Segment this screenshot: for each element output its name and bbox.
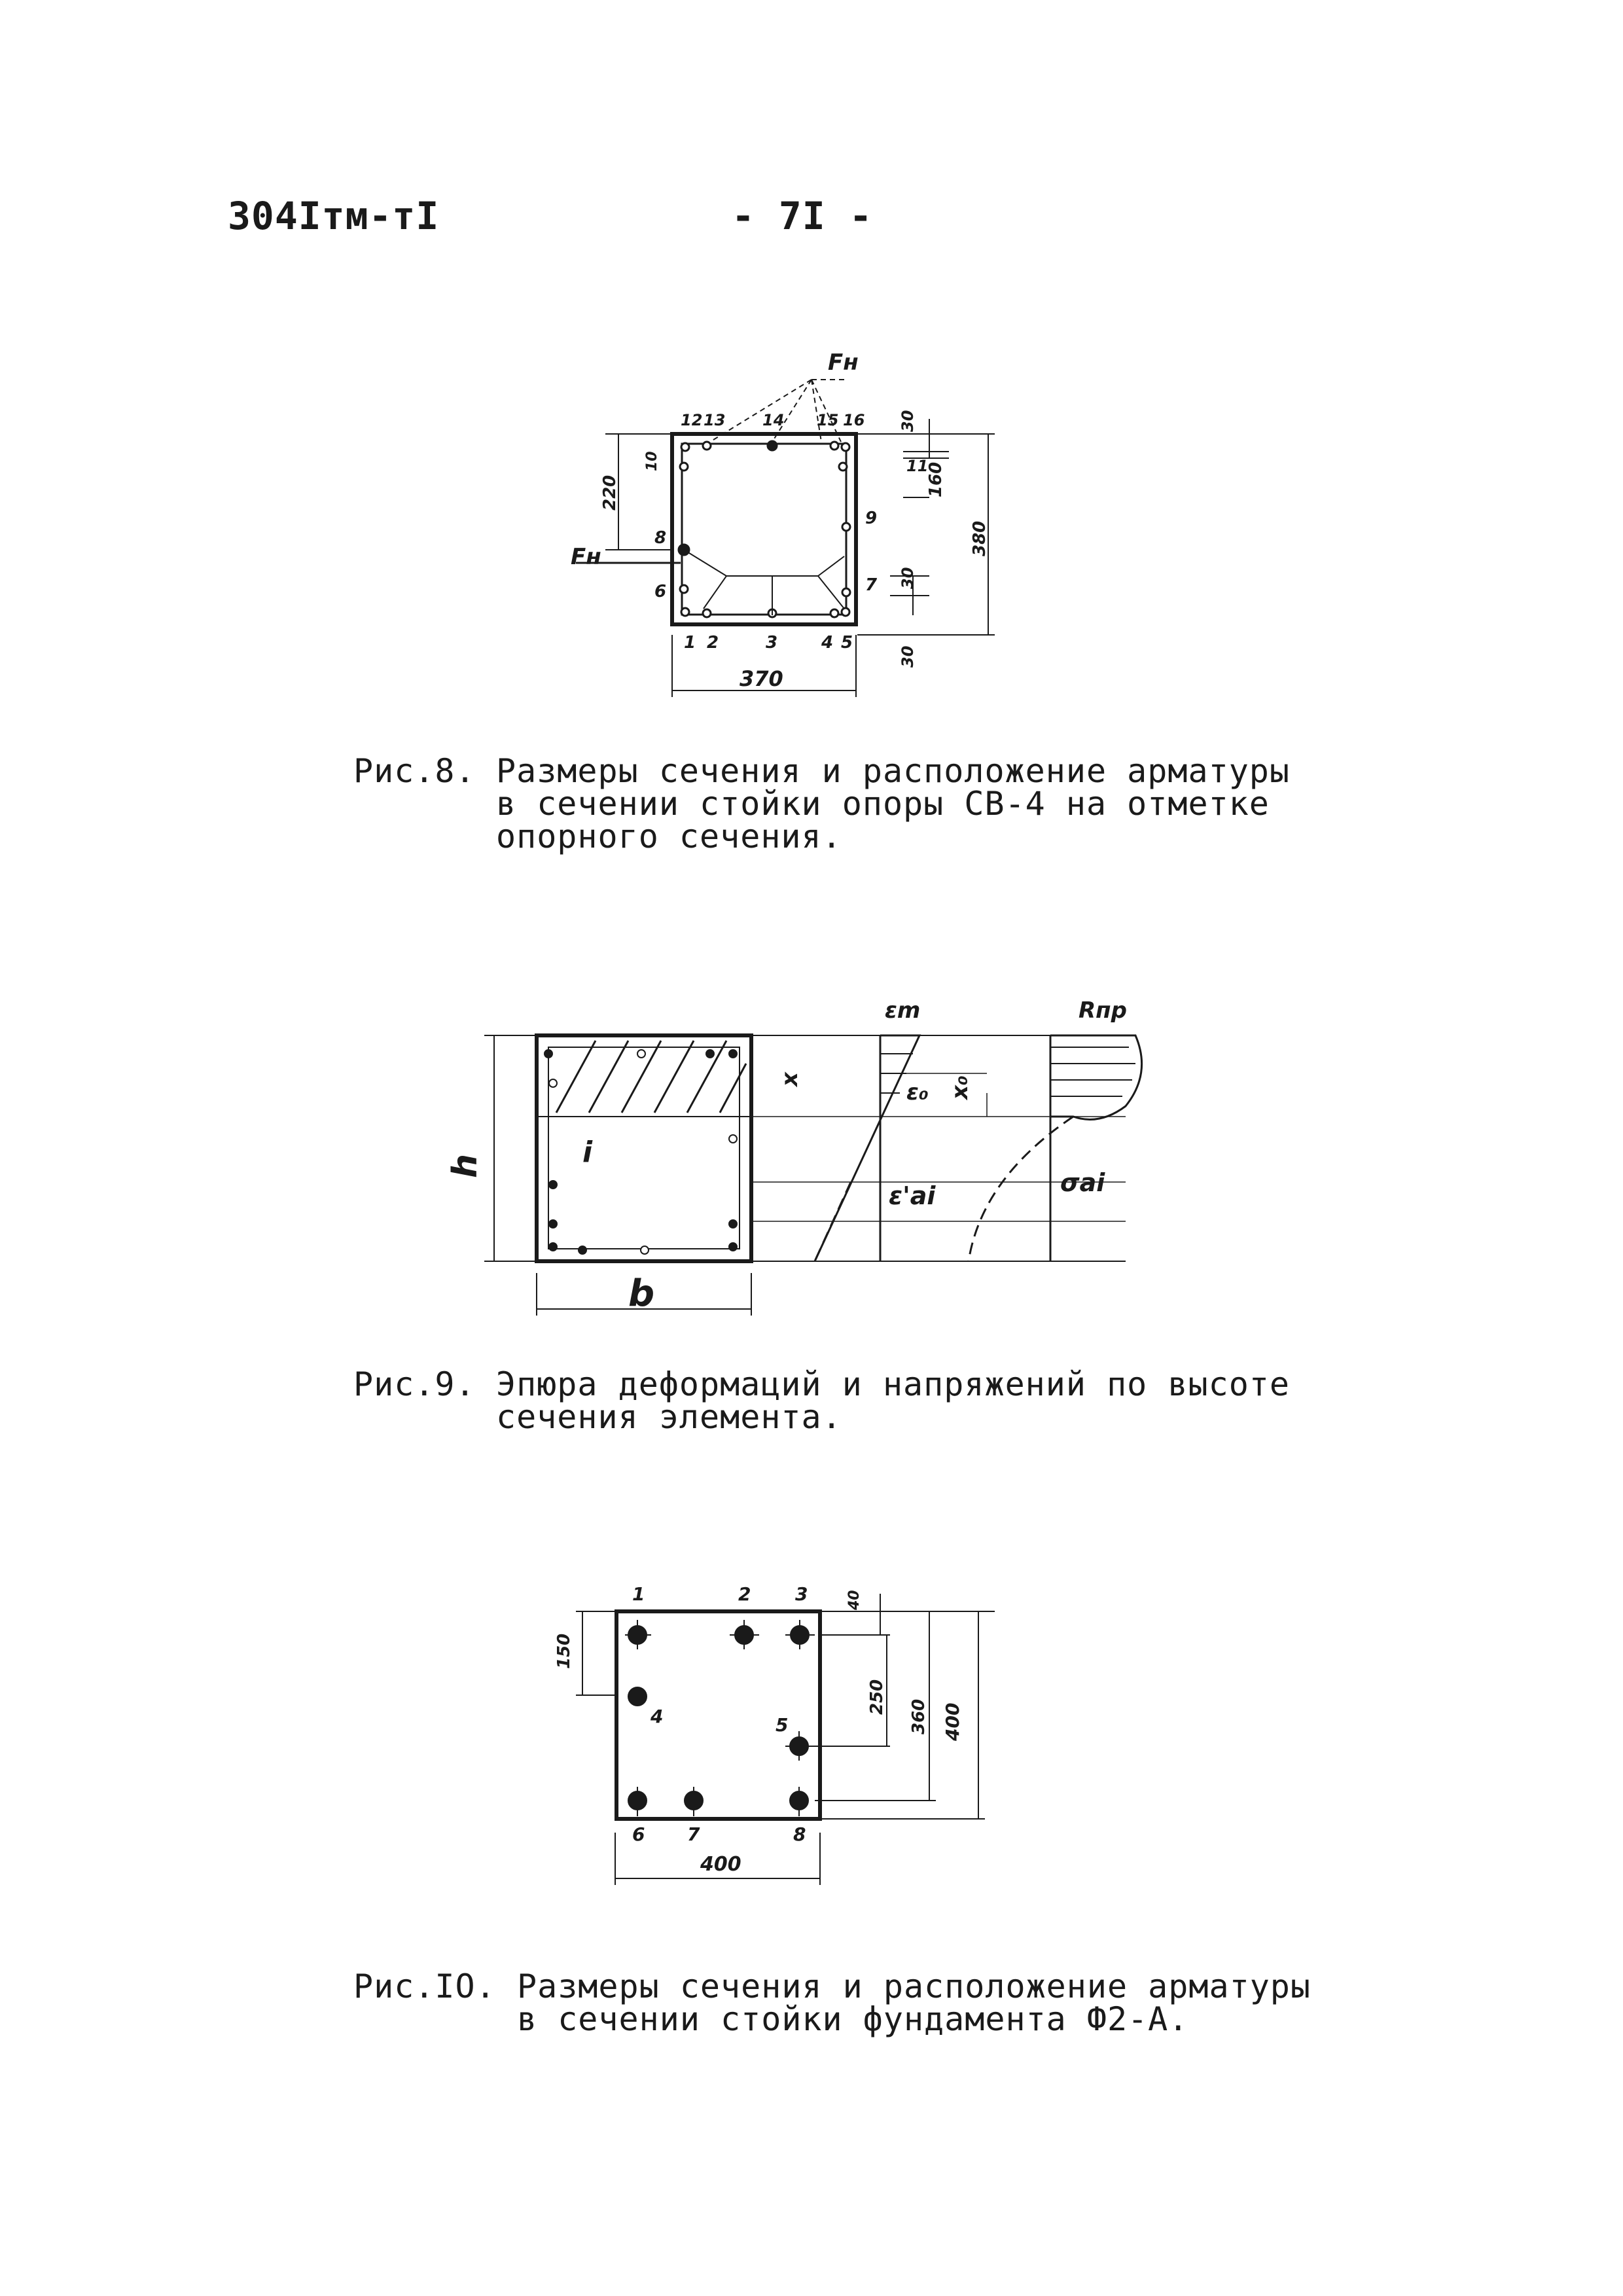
fig8-force-label-top: Fн bbox=[828, 350, 859, 376]
fig8-bar-5: 5 bbox=[841, 633, 853, 653]
fig9-rpr-label: Rпр bbox=[1079, 997, 1127, 1024]
figure-9-drawing bbox=[484, 1033, 1143, 1316]
figure-8-caption-line: опорного сечения. bbox=[496, 817, 842, 855]
fig8-bar-9: 9 bbox=[865, 509, 877, 528]
fig8-section-outline bbox=[670, 432, 858, 626]
fig9-h-label: h bbox=[446, 1154, 485, 1178]
fig8-bar-8: 8 bbox=[654, 528, 666, 548]
fig10-bar-5: 5 bbox=[776, 1714, 788, 1736]
fig8-bar-4: 4 bbox=[821, 633, 833, 653]
fig8-stirrup bbox=[681, 442, 847, 616]
figure-8-caption-number: Рис.8. bbox=[353, 752, 476, 790]
fig9-x-label: x bbox=[777, 1071, 803, 1088]
fig8-right-dim: 380 bbox=[970, 521, 990, 556]
fig8-bar-2: 2 bbox=[707, 633, 719, 653]
fig9-section-outline bbox=[535, 1033, 753, 1263]
figure-9-caption-line: сечения элемента. bbox=[496, 1398, 842, 1436]
fig10-height-label: 400 bbox=[942, 1703, 963, 1742]
figure-8-labels: Fн Fн 370 220 380 160 30 30 30 11 12 13 … bbox=[571, 350, 990, 691]
fig10-bar-1: 1 bbox=[632, 1583, 645, 1605]
fig10-bar-6: 6 bbox=[632, 1823, 645, 1845]
figure-10-caption-number: Рис.IO. bbox=[353, 1967, 496, 2005]
fig10-bar-2: 2 bbox=[738, 1583, 751, 1605]
fig9-eps-m-label: εm bbox=[885, 997, 920, 1024]
fig10-dim-40: 40 bbox=[846, 1590, 863, 1611]
figure-8-caption-line: в сечении стойки опоры СВ-4 на отметке bbox=[496, 785, 1270, 823]
figure-10-labels: 1 2 3 4 5 6 7 8 400 400 150 250 360 40 bbox=[554, 1583, 963, 1876]
figure-8-caption: Рис.8. Размеры сечения и расположение ар… bbox=[353, 755, 1335, 859]
page-number: - 7I - bbox=[732, 194, 873, 238]
figure-10-caption-line: Размеры сечения и расположение арматуры bbox=[517, 1967, 1311, 2005]
figure-9-caption-number: Рис.9. bbox=[353, 1365, 476, 1403]
fig8-bar-12: 12 bbox=[681, 411, 702, 429]
fig9-sigma-ai-label: σai bbox=[1060, 1168, 1105, 1197]
fig8-bar-6: 6 bbox=[654, 582, 666, 601]
fig8-bar-7: 7 bbox=[865, 575, 878, 595]
fig10-bars bbox=[628, 1625, 810, 1810]
fig8-bar-16: 16 bbox=[843, 411, 865, 429]
fig8-dim-30-top: 30 bbox=[899, 410, 917, 432]
fig8-left-dim: 220 bbox=[600, 475, 620, 511]
figure-9-caption-line: Эпюра деформаций и напряжений по высоте bbox=[496, 1365, 1290, 1403]
fig9-eps0-label: ε₀ bbox=[906, 1079, 929, 1105]
fig9-bars bbox=[544, 1049, 738, 1255]
fig10-dim-360: 360 bbox=[909, 1699, 929, 1734]
fig9-b-label: b bbox=[628, 1272, 654, 1315]
fig8-dim-160: 160 bbox=[926, 462, 946, 497]
figure-10-caption-line: в сечении стойки фундамента Ф2-А. bbox=[517, 2000, 1189, 2038]
figure-8-drawing bbox=[576, 379, 995, 697]
fig10-bar-7: 7 bbox=[687, 1823, 700, 1845]
fig8-bars bbox=[677, 440, 851, 619]
fig9-i-label: i bbox=[582, 1136, 593, 1169]
fig10-section-outline bbox=[615, 1609, 822, 1821]
fig10-dim-250: 250 bbox=[867, 1679, 887, 1715]
fig10-bar-3: 3 bbox=[795, 1583, 808, 1605]
fig10-bar-4: 4 bbox=[650, 1706, 663, 1727]
fig8-dim-30-mid: 30 bbox=[899, 567, 917, 589]
fig8-bar-1: 1 bbox=[684, 633, 696, 653]
fig8-bar-10: 10 bbox=[644, 451, 660, 471]
fig8-dim-11: 11 bbox=[906, 457, 928, 475]
fig8-bar-14: 14 bbox=[762, 411, 784, 429]
figure-9-labels: h b i x x₀ εm ε₀ ε'ai σai Rпр bbox=[446, 997, 1127, 1315]
fig8-bar-3: 3 bbox=[766, 633, 777, 653]
figure-10-caption: Рис.IO. Размеры сечения и расположение а… bbox=[353, 1970, 1335, 2042]
document-code: 304Iтм-тI bbox=[228, 194, 440, 238]
fig8-force-label-left: Fн bbox=[571, 544, 601, 570]
fig8-dim-30-bottom: 30 bbox=[899, 646, 917, 668]
fig10-width-label: 400 bbox=[700, 1853, 741, 1876]
fig9-eps-ai-label: ε'ai bbox=[889, 1181, 936, 1210]
fig10-dim-150: 150 bbox=[554, 1634, 574, 1669]
figure-8-caption-line: Размеры сечения и расположение арматуры bbox=[496, 752, 1290, 790]
fig9-x0-label: x₀ bbox=[947, 1075, 973, 1101]
fig8-bar-13: 13 bbox=[704, 411, 725, 429]
figure-10-drawing bbox=[576, 1594, 995, 1885]
fig8-width-label: 370 bbox=[740, 666, 783, 691]
figure-9-caption: Рис.9. Эпюра деформаций и напряжений по … bbox=[353, 1368, 1335, 1440]
fig10-bar-8: 8 bbox=[793, 1823, 806, 1845]
fig8-bar-15: 15 bbox=[817, 411, 838, 429]
